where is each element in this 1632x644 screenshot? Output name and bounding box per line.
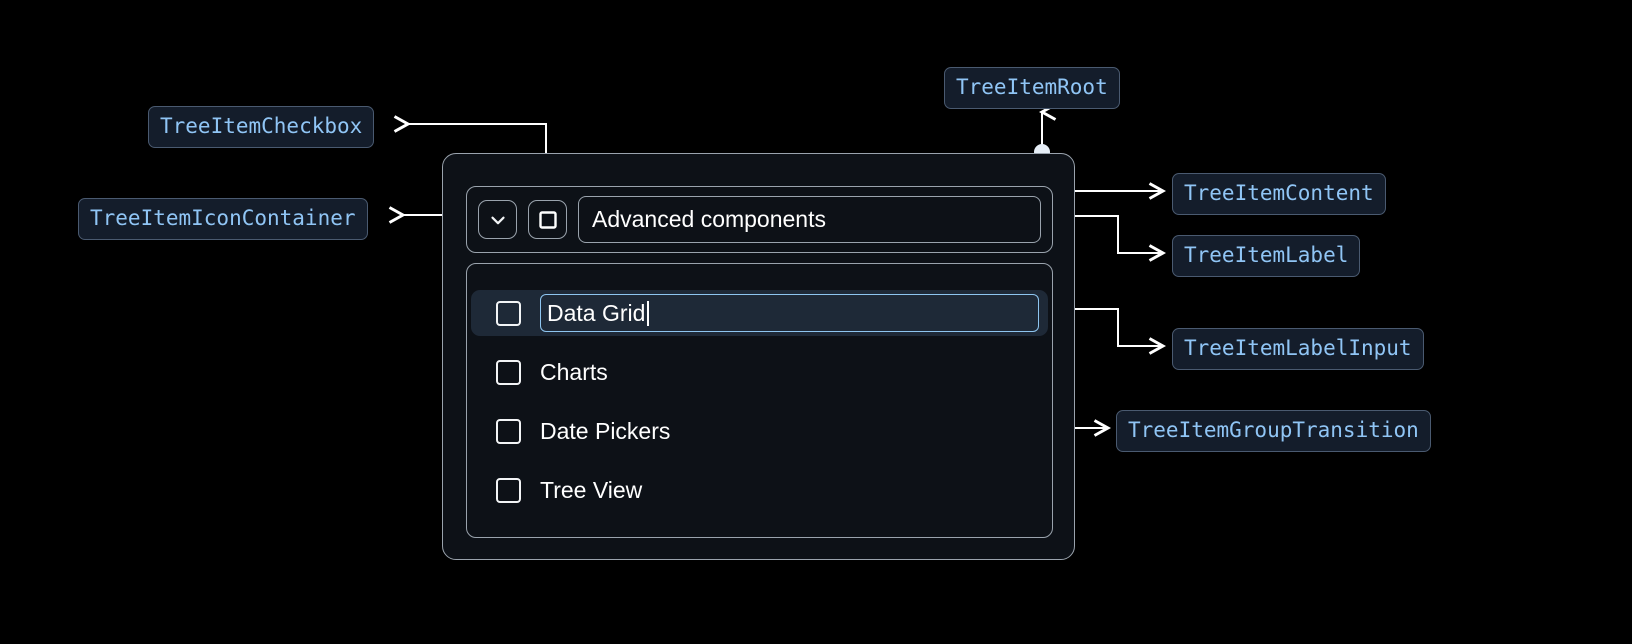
child-label-date-pickers: Date Pickers <box>540 417 671 444</box>
tree-item-child-row[interactable]: Tree View <box>467 467 1052 513</box>
annotation-chip-tree-item-group-transition: TreeItemGroupTransition <box>1116 410 1431 452</box>
annotation-chip-tree-item-root: TreeItemRoot <box>944 67 1120 109</box>
tree-item-label-input[interactable]: Data Grid <box>540 294 1039 332</box>
annotation-chip-tree-item-checkbox: TreeItemCheckbox <box>148 106 375 148</box>
annotation-chip-tree-item-content: TreeItemContent <box>1172 173 1386 215</box>
tree-item-child-row[interactable]: Data Grid <box>471 290 1048 336</box>
annotation-chip-tree-item-label: TreeItemLabel <box>1172 235 1361 277</box>
chevron-down-icon <box>490 216 505 224</box>
text-caret <box>647 300 650 326</box>
child-label-tree-view: Tree View <box>540 476 643 503</box>
tree-item-label-input-value: Data Grid <box>547 299 646 326</box>
tree-item-group-transition: Data Grid Charts Date Pickers Tree View <box>466 263 1053 538</box>
child-checkbox-charts[interactable] <box>496 359 521 385</box>
tree-item-child-row[interactable]: Charts <box>467 349 1052 395</box>
annotation-chip-tree-item-label-input: TreeItemLabelInput <box>1172 328 1424 370</box>
tree-item-label[interactable]: Advanced components <box>578 196 1041 243</box>
child-label-charts: Charts <box>540 358 608 385</box>
checkbox-icon <box>538 210 557 229</box>
tree-item-root[interactable]: Advanced components Data Grid Charts Dat… <box>442 153 1075 560</box>
tree-item-label-text: Advanced components <box>592 206 826 232</box>
tree-item-icon-container[interactable] <box>478 200 517 239</box>
child-checkbox-data-grid[interactable] <box>496 300 521 326</box>
tree-item-child-row[interactable]: Date Pickers <box>467 408 1052 454</box>
child-checkbox-date-pickers[interactable] <box>496 418 521 444</box>
tree-item-checkbox[interactable] <box>528 200 567 239</box>
child-checkbox-tree-view[interactable] <box>496 477 521 503</box>
tree-item-content[interactable]: Advanced components <box>466 186 1053 253</box>
annotation-chip-tree-item-icon-container: TreeItemIconContainer <box>78 198 368 240</box>
